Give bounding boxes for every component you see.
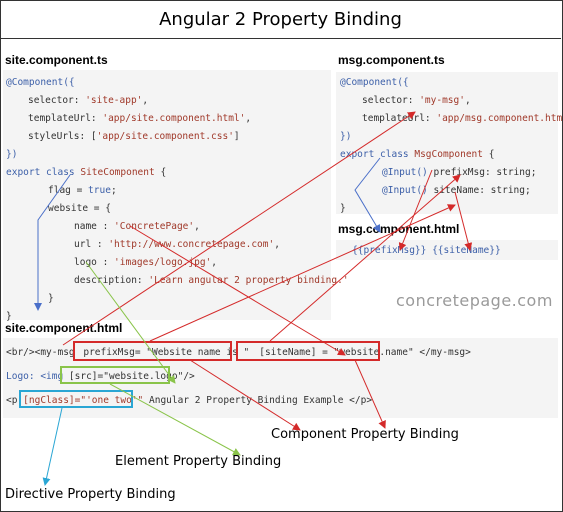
ngclass-highlight-box <box>19 390 133 408</box>
green-link-logo <box>85 261 176 384</box>
site-ts-line-10: url : 'http://www.concretepage.com', <box>74 239 280 250</box>
site-ts-line-2: selector: 'site-app', <box>28 95 149 106</box>
input-link-line-site <box>34 174 71 311</box>
msg-ts-line-4: }) <box>340 131 352 142</box>
prefixmsg-highlight-box <box>73 341 232 361</box>
green-link-element-label <box>109 383 241 456</box>
red-link-sitename-component-label <box>354 359 386 429</box>
red-link-sitename-to-template <box>454 191 473 251</box>
component-binding-label: Component Property Binding <box>271 427 459 442</box>
msg-ts-line-3: templateUrl: 'app/msg.component.html' <box>362 113 563 124</box>
site-ts-line-6: export class SiteComponent { <box>6 167 167 178</box>
site-ts-line-4: styleUrls: ['app/site.component.css'] <box>28 131 240 142</box>
site-ts-panel <box>3 70 331 320</box>
red-link-prefix-to-template <box>398 169 433 251</box>
msg-ts-line-2: selector: 'my-msg', <box>362 95 471 106</box>
site-html-line-1: <br/><my-msg prefixMsg= "Website name is… <box>6 347 471 358</box>
msg-ts-line-7: @Input() siteName: string; <box>382 185 531 196</box>
site-ts-line-11: logo : 'images/logo.jpg', <box>74 257 218 268</box>
site-ts-line-5: }) <box>6 149 18 160</box>
site-html-line-2: Logo: <img [src]="website.logo"/> <box>6 371 195 382</box>
msg-ts-line-5: export class MsgComponent { <box>340 149 495 160</box>
element-binding-label: Element Property Binding <box>115 454 282 469</box>
sitename-highlight-box <box>236 341 380 361</box>
red-link-my-msg-selector <box>62 111 416 346</box>
blue-link-directive-label <box>42 407 63 486</box>
site-ts-line-3: templateUrl: 'app/site.component.html', <box>28 113 252 124</box>
diagram-title: Angular 2 Property Binding <box>0 0 561 39</box>
site-ts-line-12: description: 'Learn angular 2 property b… <box>74 275 349 286</box>
site-ts-line-1: @Component({ <box>6 77 75 88</box>
msg-ts-panel <box>336 72 558 214</box>
msg-ts-line-6: @Input() prefixMsg: string; <box>382 167 537 178</box>
msg-html-panel <box>336 240 558 260</box>
red-link-sitename-value <box>129 225 346 356</box>
site-ts-heading: site.component.ts <box>5 53 108 67</box>
site-html-heading: site.component.html <box>5 321 123 335</box>
site-html-line-3: <p [ngClass]="'one two'" Angular 2 Prope… <box>6 395 373 406</box>
input-link-line-msg <box>354 157 381 233</box>
msg-ts-heading: msg.component.ts <box>338 53 445 67</box>
msg-ts-line-8: } <box>340 203 346 214</box>
site-ts-line-13: } <box>48 293 54 304</box>
site-ts-line-14: } <box>6 311 12 322</box>
msg-ts-line-1: @Component({ <box>340 77 409 88</box>
watermark: concretepage.com <box>396 291 553 310</box>
red-link-sitename <box>269 174 461 342</box>
directive-binding-label: Directive Property Binding <box>5 487 176 502</box>
site-ts-line-8: website = { <box>48 203 111 214</box>
red-link-prefix-component-label <box>189 359 301 431</box>
site-ts-line-9: name : 'ConcretePage', <box>74 221 200 232</box>
red-link-prefixmsg <box>149 204 456 342</box>
site-html-panel <box>3 338 558 418</box>
